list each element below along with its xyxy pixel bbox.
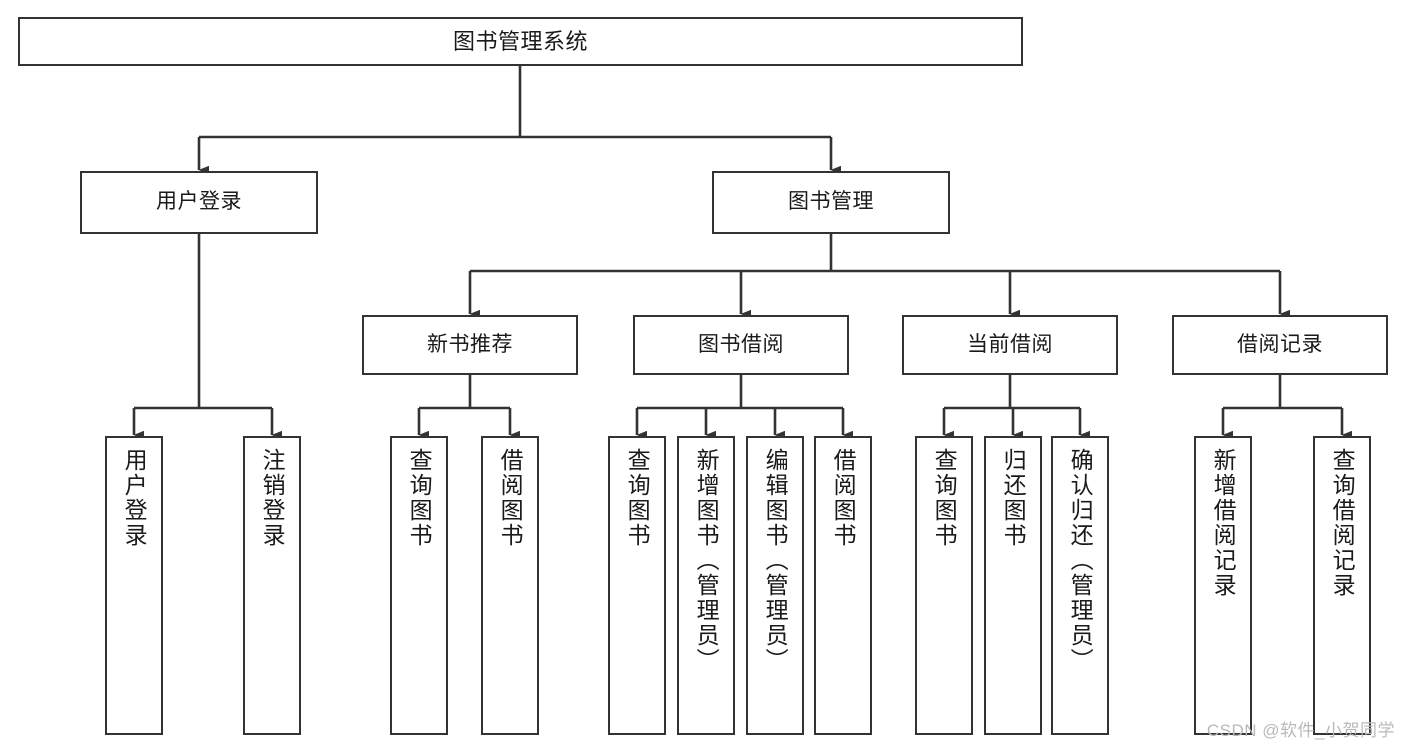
node-newbook[interactable]: 新书推荐	[362, 315, 578, 375]
node-label-l_login: 用户登录	[121, 448, 148, 548]
node-b_add[interactable]: 新增图书（管理员）	[677, 436, 735, 735]
node-label-borrow: 图书借阅	[698, 332, 784, 356]
node-l_logout[interactable]: 注销登录	[243, 436, 301, 735]
node-root[interactable]: 图书管理系统	[18, 17, 1023, 66]
node-r_query[interactable]: 查询借阅记录	[1313, 436, 1371, 735]
node-label-root: 图书管理系统	[452, 28, 588, 54]
node-c_confirm[interactable]: 确认归还（管理员）	[1051, 436, 1109, 735]
node-label-n_query: 查询图书	[406, 448, 433, 548]
node-label-l_logout: 注销登录	[259, 448, 286, 548]
node-label-b_query: 查询图书	[624, 448, 651, 548]
edge-paths	[132, 66, 1352, 440]
node-label-current: 当前借阅	[967, 332, 1053, 356]
node-c_query[interactable]: 查询图书	[915, 436, 973, 735]
node-label-c_return: 归还图书	[1000, 448, 1027, 548]
node-label-r_query: 查询借阅记录	[1329, 448, 1356, 598]
node-records[interactable]: 借阅记录	[1172, 315, 1388, 375]
node-n_borrow[interactable]: 借阅图书	[481, 436, 539, 735]
node-label-n_borrow: 借阅图书	[497, 448, 524, 548]
node-label-c_confirm: 确认归还（管理员）	[1067, 448, 1094, 673]
node-login[interactable]: 用户登录	[80, 171, 318, 234]
node-c_return[interactable]: 归还图书	[984, 436, 1042, 735]
watermark-text: CSDN @软件_小贺同学	[1206, 721, 1395, 740]
node-label-records: 借阅记录	[1237, 332, 1323, 356]
node-label-login: 用户登录	[156, 190, 242, 214]
node-label-c_query: 查询图书	[931, 448, 958, 548]
node-borrow[interactable]: 图书借阅	[633, 315, 849, 375]
node-b_borrow[interactable]: 借阅图书	[814, 436, 872, 735]
node-label-r_add: 新增借阅记录	[1210, 448, 1237, 598]
node-n_query[interactable]: 查询图书	[390, 436, 448, 735]
node-b_edit[interactable]: 编辑图书（管理员）	[746, 436, 804, 735]
node-r_add[interactable]: 新增借阅记录	[1194, 436, 1252, 735]
node-label-bookmgmt: 图书管理	[788, 190, 874, 214]
node-label-newbook: 新书推荐	[427, 332, 513, 356]
node-bookmgmt[interactable]: 图书管理	[712, 171, 950, 234]
node-label-b_edit: 编辑图书（管理员）	[762, 448, 789, 673]
node-b_query[interactable]: 查询图书	[608, 436, 666, 735]
node-label-b_borrow: 借阅图书	[830, 448, 857, 548]
node-label-b_add: 新增图书（管理员）	[693, 448, 720, 673]
node-current[interactable]: 当前借阅	[902, 315, 1118, 375]
node-l_login[interactable]: 用户登录	[105, 436, 163, 735]
